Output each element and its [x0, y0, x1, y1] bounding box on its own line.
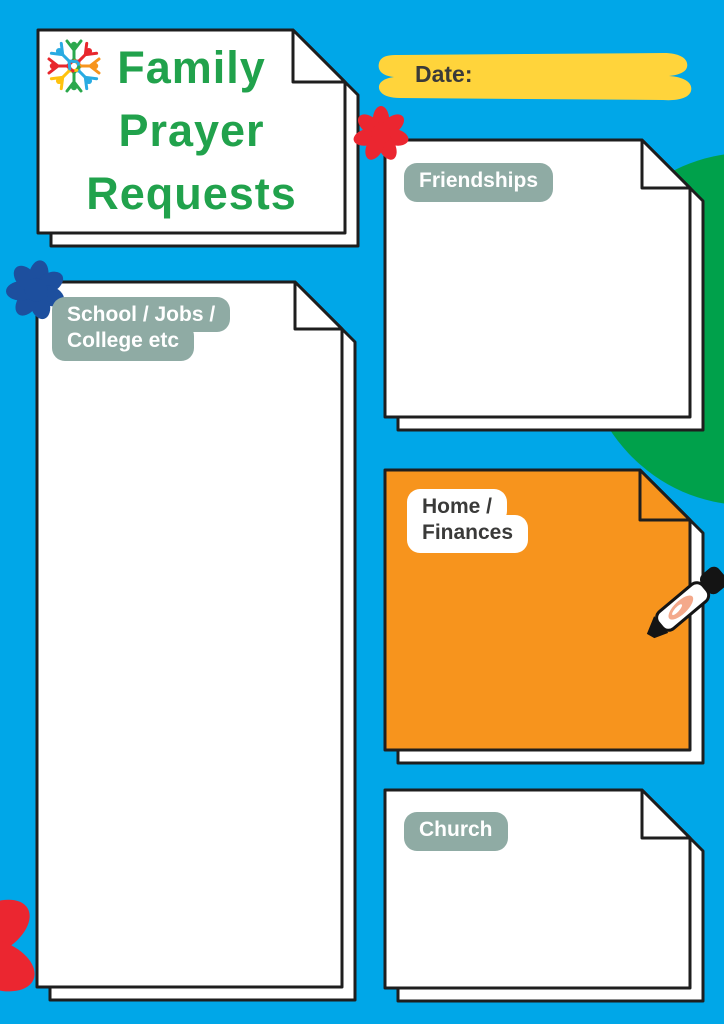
title-line-3: Requests: [86, 168, 297, 219]
page-title: Family Prayer Requests: [38, 36, 345, 225]
home-label-line-2: Finances: [407, 514, 529, 554]
school-card: [35, 280, 357, 1002]
church-card-corner-fold: [640, 788, 692, 840]
school-label-line-2: College etc: [52, 322, 195, 362]
title-card-corner-fold: [291, 28, 347, 84]
friendships-card-corner-fold: [640, 138, 692, 190]
friendships-label: Friendships: [404, 163, 554, 202]
people-circle-icon: [47, 39, 101, 93]
home-label: Home / Finances: [407, 489, 529, 554]
marker-pen-icon: [646, 566, 724, 639]
school-label: School / Jobs / College etc: [52, 297, 231, 362]
date-entry-area[interactable]: [490, 52, 700, 102]
friendships-label-text: Friendships: [404, 163, 554, 202]
church-label-text: Church: [404, 812, 508, 851]
school-notes-area[interactable]: [48, 375, 328, 975]
title-card-front-sheet: [36, 28, 347, 235]
home-notes-area[interactable]: [395, 565, 680, 740]
date-banner: [378, 53, 692, 101]
title-line-2: Prayer: [118, 105, 265, 156]
school-card-front-sheet: [35, 280, 344, 989]
church-notes-area[interactable]: [395, 865, 680, 980]
friendships-card: [383, 138, 705, 432]
friendships-card-front-sheet: [383, 138, 692, 419]
friendships-notes-area[interactable]: [395, 215, 680, 410]
red-flower-icon: [353, 106, 409, 160]
date-banner-stroke: [378, 53, 692, 101]
title-card: [36, 28, 360, 248]
home-card-corner-fold: [638, 468, 692, 522]
title-line-1: Family: [117, 42, 266, 93]
school-card-corner-fold: [293, 280, 344, 331]
big-red-flower-icon: [0, 899, 35, 992]
date-label: Date:: [415, 61, 473, 87]
church-label: Church: [404, 812, 508, 851]
